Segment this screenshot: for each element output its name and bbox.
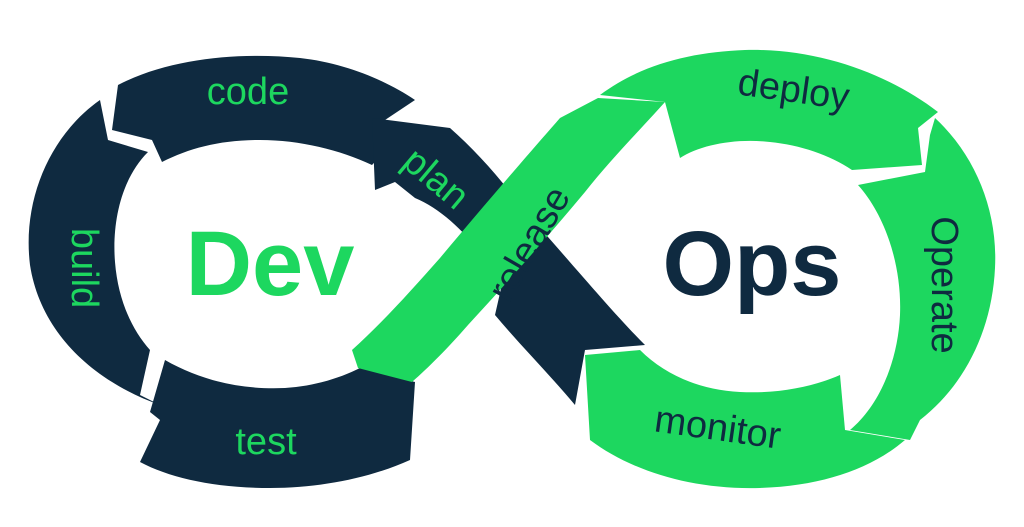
label-operate: Operate [923, 216, 965, 353]
segment-monitor [585, 350, 905, 489]
segment-build [28, 100, 160, 405]
label-build: build [63, 228, 105, 308]
segment-deploy [600, 49, 938, 170]
label-test: test [235, 421, 297, 463]
title-dev: Dev [186, 213, 355, 315]
label-code: code [207, 71, 289, 113]
dev-loop [28, 55, 645, 488]
segment-code [112, 55, 415, 165]
segment-release [352, 98, 665, 382]
title-ops: Ops [663, 213, 842, 315]
segment-operate [850, 118, 996, 440]
ops-loop [352, 49, 996, 489]
dark-crossing-band [495, 205, 645, 405]
segment-test [140, 360, 415, 488]
